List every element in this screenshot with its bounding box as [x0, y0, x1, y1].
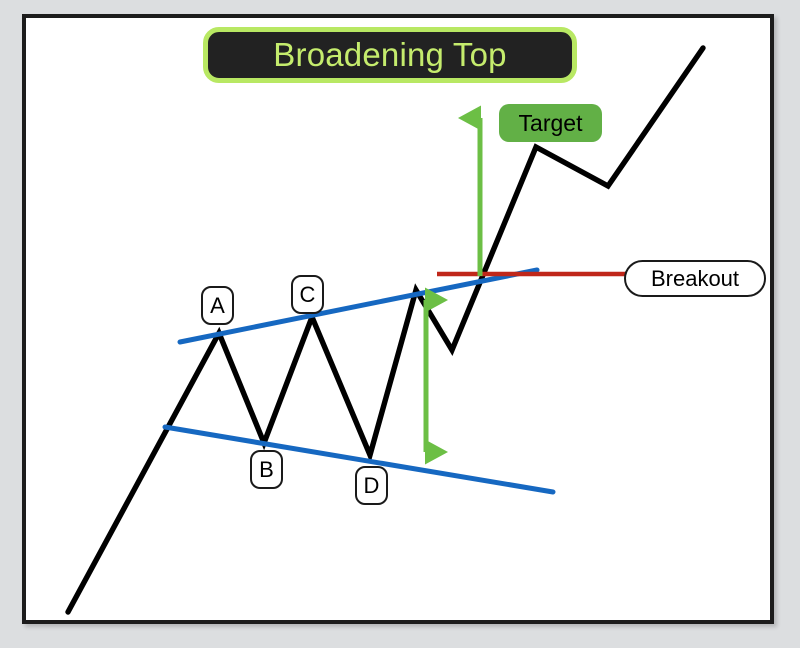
pivot-label-b: B [250, 450, 283, 489]
price-path-line [65, 45, 706, 615]
pivot-label-a: A [201, 286, 234, 325]
trendlines-group [162, 267, 556, 495]
pivot-label-d: D [355, 466, 388, 505]
pivot-label-c: C [291, 275, 324, 314]
upper-trendline [177, 267, 540, 345]
breakout-label: Breakout [624, 260, 766, 297]
price-path-group [65, 45, 706, 615]
lower-trendline [162, 424, 556, 495]
diagram-frame [22, 14, 774, 624]
target-label: Target [499, 104, 602, 142]
page-title: Broadening Top [203, 27, 577, 83]
